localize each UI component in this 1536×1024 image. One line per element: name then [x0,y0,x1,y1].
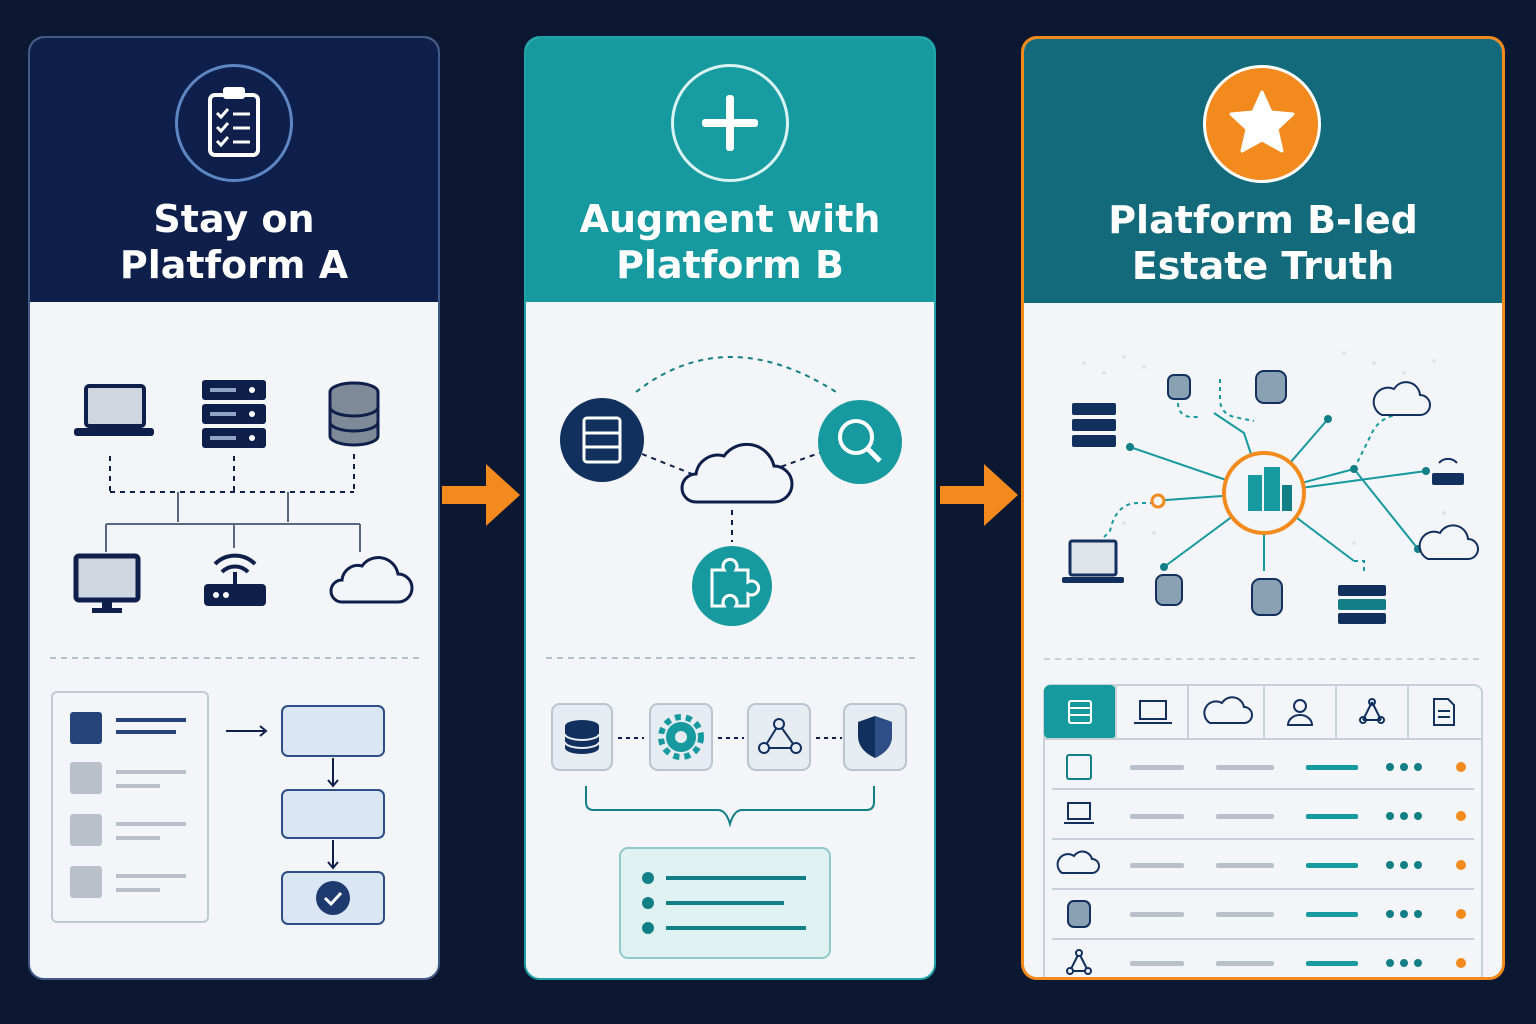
panel-header: Stay on Platform A [30,38,438,302]
world-map-background [1082,351,1446,545]
user-icon [1286,699,1314,726]
server-icon [560,398,644,482]
platform-b-diagram [546,356,916,959]
panel-augment-with-platform-b: Augment with Platform B [524,36,936,980]
panel-title: Platform B-led Estate Truth [1108,198,1418,288]
server-icon [1338,585,1386,624]
tab-server [1044,685,1116,739]
star-icon [1203,65,1321,183]
building-icon [1248,467,1292,511]
checklist-card [51,691,209,923]
search-icon [818,400,902,484]
router-icon [204,553,266,606]
table-row [1064,802,1466,824]
network-icon [1066,949,1092,975]
cloud-icon [1203,696,1253,724]
panel-stay-on-platform-a: Stay on Platform A [28,36,440,980]
platform-a-diagram [50,380,420,925]
shield-icon [858,716,892,758]
laptop-icon [1062,539,1124,583]
table-row [1067,900,1466,928]
laptop-icon [1134,700,1172,724]
laptop-icon [74,384,154,436]
network-icon [1359,698,1385,724]
gear-icon [658,714,704,760]
cloud-icon [329,556,414,604]
clipboard-checklist-icon [175,64,293,182]
database-icon [1155,370,1287,616]
right-arrow-icon [442,464,520,526]
server-icon [1072,403,1116,447]
cloud-icon [1056,850,1100,874]
panel-platform-b-led-estate-truth: Platform B-led Estate Truth [1021,36,1505,980]
capability-tiles [551,703,907,771]
cloud-icon [680,442,794,504]
network-icon [758,718,802,754]
document-icon [1433,698,1455,726]
puzzle-icon [692,546,772,626]
right-arrow-icon [940,464,1018,526]
panel-title: Augment with Platform B [579,197,881,287]
table-row [1056,850,1466,874]
inventory-table [1043,684,1483,977]
server-icon [1066,754,1092,780]
database-icon [564,720,600,754]
estate-truth-diagram [1043,351,1483,977]
workflow-steps [226,705,385,925]
monitor-icon [73,553,141,613]
router-icon [1432,457,1464,485]
database-icon [1067,900,1091,928]
server-icon [202,380,266,448]
plus-icon [671,64,789,182]
panel-title: Stay on Platform A [119,197,349,287]
panel-header: Augment with Platform B [526,38,934,302]
table-row [1066,754,1466,780]
check-icon [323,891,343,907]
panel-header: Platform B-led Estate Truth [1024,39,1502,303]
table-rows [1052,754,1474,975]
server-icon [1068,700,1092,724]
database-icon [328,381,380,447]
result-card [619,847,831,959]
cloud-icon [1372,381,1479,560]
laptop-icon [1064,802,1094,824]
table-row [1066,949,1466,975]
